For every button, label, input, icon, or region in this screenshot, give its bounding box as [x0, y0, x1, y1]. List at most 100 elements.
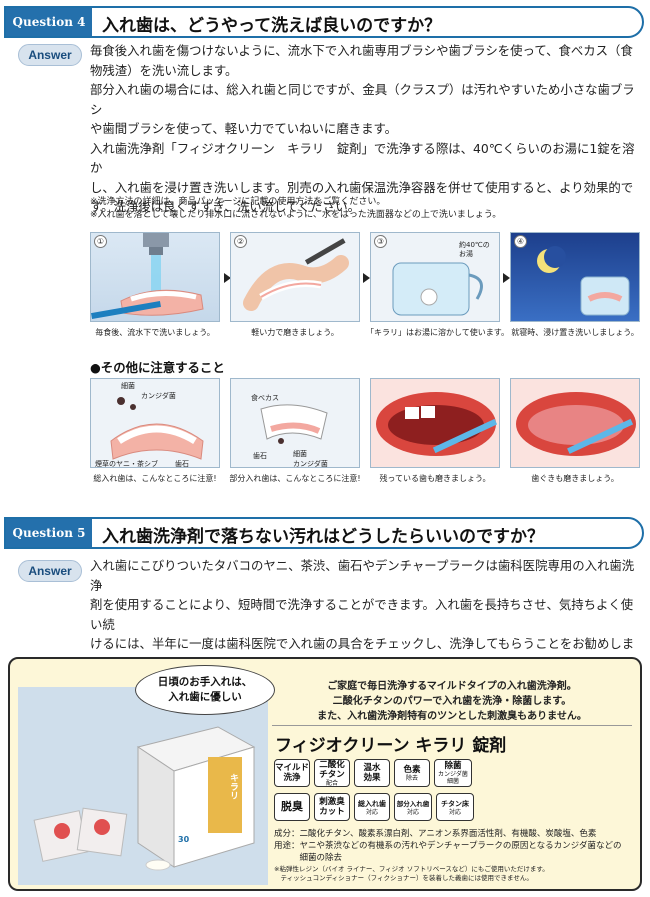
question-4-tag: Question 4 [6, 8, 92, 36]
feature-badge-titanium: 二酸化 チタン 配合 [314, 759, 350, 787]
step-number: ③ [374, 235, 387, 248]
partial-denture-caption: 部分入れ歯は、こんなところに注意! [229, 474, 361, 483]
step-2-caption: 軽い力で磨きましょう。 [251, 328, 339, 337]
feature-badge-odor-cut: 刺激臭 カット [314, 793, 350, 821]
mouth-gums-illustration [516, 392, 636, 456]
note-line: ※入れ歯を落として壊したり排水口に流されないように、水をはった洗面器などの上で洗… [90, 210, 502, 220]
feature-main: 部分入れ歯 [396, 799, 430, 808]
partial-denture-illustration [260, 404, 328, 444]
speech-bubble: 日頃のお手入れは、 入れ歯に優しい [135, 665, 275, 715]
label-tobacco-stain: 煙草のヤニ・茶シブ [95, 460, 158, 468]
answer-5-text: 入れ歯にこびりついたタバコのヤニ、茶渋、歯石やデンチャープラークは歯科医院専用の… [90, 556, 642, 673]
answer-4-line: 部分入れ歯の場合には、総入れ歯と同じですが、金具（クラスプ）は汚れやすいため小さ… [90, 82, 635, 117]
feature-badge-sterilize: 除菌 カンジダ菌 細菌 [434, 759, 472, 787]
gums-caption: 歯ぐきも磨きましょう。 [531, 474, 619, 483]
package-count-label: 30 [178, 835, 190, 844]
answer-badge-q4: Answer [18, 44, 82, 66]
brushing-denture-illustration [243, 238, 349, 311]
product-photo: キラリ 30 [18, 687, 268, 885]
feature-badge-deodorize: 脱臭 [274, 793, 310, 821]
label-bacteria: 細菌 [293, 450, 307, 458]
intro-line: ご家庭で毎日洗浄するマイルドタイプの入れ歯洗浄剤。 [327, 681, 577, 692]
intro-line: 二酸化チタンのパワーで入れ歯を洗浄・除菌します。 [332, 696, 572, 707]
bubble-line: 日頃のお手入れは、 [157, 676, 253, 688]
label-tartar: 歯石 [175, 460, 189, 468]
label-tartar: 歯石 [253, 452, 267, 460]
feature-badge-stain: 色素 除去 [394, 759, 430, 787]
bubble-line: 入れ歯に優しい [168, 691, 242, 703]
feature-main: 温水 効果 [363, 763, 381, 783]
feature-main: 二酸化 チタン [319, 759, 345, 780]
answer-4-line: や歯間ブラシを使って、軽い力でていねいに磨きます。 [90, 121, 398, 136]
overnight-soak-illustration [537, 246, 630, 316]
step-2-illustration: ② [230, 232, 360, 322]
step-arrow-2 [363, 273, 370, 283]
step-3-caption: 「キラリ」はお湯に溶かして使います。 [366, 328, 509, 337]
question-4-title: 入れ歯は、どうやって洗えば良いのですか？ [102, 16, 442, 36]
faucet-washing-illustration [91, 233, 204, 320]
feature-main: チタン床 [441, 799, 469, 808]
feature-badge-warm-water: 温水 効果 [354, 759, 390, 787]
hot-water-label: 約40℃の お湯 [459, 241, 490, 258]
feature-sub: 除去 [405, 774, 418, 782]
package-brand-label: キラリ [228, 773, 238, 800]
feature-main: 刺激臭 カット [319, 797, 345, 817]
answer-badge-q5: Answer [18, 560, 82, 582]
feature-main: 総入れ歯 [358, 799, 386, 808]
full-denture-caution-illustration: 細菌 カンジダ菌 煙草のヤニ・茶シブ 歯石 [90, 378, 220, 468]
answer-4-line: 毎食後入れ歯を傷つけないように、流水下で入れ歯専用ブラシや歯ブラシを使って、食べ… [90, 43, 633, 58]
question-5-title: 入れ歯洗浄剤で落ちない汚れはどうしたらいいのですか？ [102, 527, 544, 547]
step-1-illustration: ① [90, 232, 220, 322]
brush-remaining-teeth-illustration [370, 378, 500, 468]
feature-sub: 対応 [365, 808, 378, 816]
remaining-teeth-caption: 残っている歯も磨きましょう。 [379, 474, 491, 483]
feature-badge-mild: マイルド 洗浄 [274, 759, 310, 787]
step-arrow-1 [224, 273, 231, 283]
step-number: ② [234, 235, 247, 248]
label-food-debris: 食べカス [251, 394, 279, 402]
label-bacteria: 細菌 [121, 382, 135, 390]
feature-sub: 対応 [448, 808, 461, 816]
label-candida: カンジダ菌 [293, 460, 328, 468]
mouth-teeth-illustration [376, 392, 498, 456]
feature-main: 除菌 [444, 761, 462, 771]
step-1-caption: 毎食後、流水下で洗いましょう。 [95, 328, 215, 337]
question-5-tag: Question 5 [6, 519, 92, 547]
divider [272, 725, 632, 726]
question-5-header: Question 5 入れ歯洗浄剤で落ちない汚れはどうしたらいいのですか？ [4, 517, 644, 549]
answer-4-line: 物残渣）を洗い流します。 [90, 62, 238, 78]
answer-4-line: し、入れ歯を浸け置き洗いします。別売の入れ歯保温洗浄容器を併せて使用すると、より… [90, 179, 634, 195]
feature-sub: 対応 [406, 808, 419, 816]
product-intro: ご家庭で毎日洗浄するマイルドタイプの入れ歯洗浄剤。 二酸化チタンのパワーで入れ歯… [272, 679, 632, 724]
ingredients-text: 成分：二酸化チタン、酸素系漂白剤、アニオン系界面活性剤、有機酸、炭酸塩、色素 [274, 829, 597, 839]
step-4-caption: 就寝時、浸け置き洗いしましょう。 [511, 328, 639, 337]
full-denture-illustration [110, 397, 204, 460]
product-ad-box: キラリ 30 日頃のお手入れは、 入れ歯に優しい ご家庭で毎日洗浄するマイルドタ… [8, 657, 642, 891]
answer-4-text: 毎食後入れ歯を傷つけないように、流水下で入れ歯専用ブラシや歯ブラシを使って、食べ… [90, 41, 642, 217]
intro-line: また、入れ歯洗浄剤特有のツンとした刺激臭もありません。 [317, 711, 587, 722]
question-4-header: Question 4 入れ歯は、どうやって洗えば良いのですか？ [4, 6, 644, 38]
feature-sub: 配合 [325, 779, 338, 787]
dissolving-tablet-illustration [392, 262, 483, 316]
feature-main: マイルド 洗浄 [275, 763, 310, 783]
feature-main: 脱臭 [281, 800, 303, 813]
usage-text-cont: 細菌の除去 [274, 853, 343, 863]
feature-main: 色素 [403, 764, 421, 775]
other-cautions-heading: ●その他に注意すること [90, 360, 225, 375]
label-candida: カンジダ菌 [141, 392, 176, 400]
answer-4-line: す。洗浄後は良くすすぎ、洗い流してください。 [90, 199, 360, 214]
product-name: フィジオクリーン キラリ 錠剤 [275, 736, 507, 756]
product-package-illustration [18, 687, 268, 885]
partial-denture-caution-illustration: 食べカス 歯石 細菌 カンジダ菌 [230, 378, 360, 468]
note-line: ※洗浄方法の詳細は、商品パッケージに記載の使用方法をご覧ください。 [90, 197, 386, 207]
step-number: ④ [514, 235, 527, 248]
feature-sub: カンジダ菌 細菌 [438, 771, 468, 785]
fine-print: ※粘弾性レジン（バイオ ライナー、フィジオ ソフトリベースなど）にもご使用いただ… [274, 865, 549, 873]
answer-5-line: 剤を使用することにより、短時間で洗浄することができます。入れ歯を長持ちさせ、気持… [90, 597, 634, 632]
full-denture-caption: 総入れ歯は、こんなところに注意! [93, 474, 217, 483]
brush-gums-illustration [510, 378, 640, 468]
answer-5-line: 入れ歯にこびりついたタバコのヤニ、茶渋、歯石やデンチャープラークは歯科医院専用の… [90, 558, 635, 593]
feature-badge-full-denture: 総入れ歯 対応 [354, 793, 390, 821]
step-4-illustration: ④ [510, 232, 640, 322]
feature-badge-partial-denture: 部分入れ歯 対応 [394, 793, 432, 821]
